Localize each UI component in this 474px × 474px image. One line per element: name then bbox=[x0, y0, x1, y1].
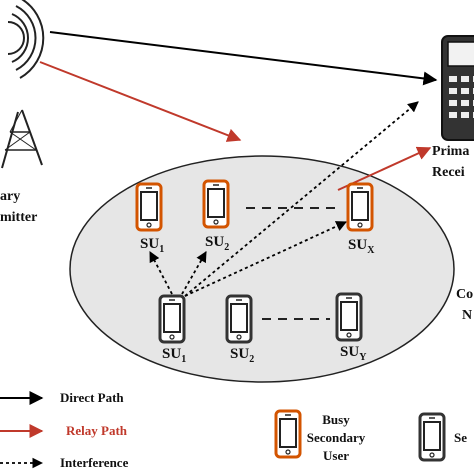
interference-arrow-to-receiver bbox=[184, 101, 419, 297]
legend-interference-label: Interference bbox=[60, 455, 129, 470]
legend-secondary-line1: Se bbox=[454, 430, 467, 445]
busy-user-label: SUX bbox=[348, 237, 375, 256]
interference-arrow-to-su1 bbox=[149, 251, 173, 295]
receiver-label-line2: Recei bbox=[432, 165, 465, 180]
transmitter-label-line1: ary bbox=[0, 189, 20, 204]
secondary-user-label: SUY bbox=[340, 344, 367, 363]
legend-secondary-phone-icon bbox=[418, 412, 446, 462]
cognitive-network-area bbox=[69, 155, 455, 383]
relay-path-arrow-tx-to-network bbox=[39, 61, 242, 142]
legend: Direct Path Relay Path Interference Busy… bbox=[0, 390, 467, 470]
network-label-line2: N bbox=[462, 308, 472, 323]
legend-direct-path-label: Direct Path bbox=[60, 390, 124, 405]
secondary-user-label: SU2 bbox=[230, 346, 254, 365]
busy-secondary-user-phone-icon bbox=[202, 179, 230, 229]
legend-busy-line2: Secondary bbox=[307, 430, 366, 445]
transmitter-tower-icon bbox=[1, 0, 45, 169]
legend-busy-line3: User bbox=[323, 448, 349, 463]
legend-busy-line1: Busy bbox=[322, 412, 350, 427]
transmitter-label-line2: mitter bbox=[0, 210, 37, 225]
secondary-user-label: SU1 bbox=[162, 346, 186, 365]
interference-arrow-to-su2 bbox=[181, 251, 207, 295]
secondary-user-phone-icon bbox=[158, 294, 186, 344]
direct-path-arrow bbox=[49, 31, 438, 86]
busy-user-label: SU1 bbox=[140, 236, 164, 255]
busy-secondary-user-phone-icon bbox=[135, 182, 163, 232]
busy-user-label: SU2 bbox=[205, 234, 229, 253]
busy-secondary-user-phone-icon bbox=[346, 182, 374, 232]
legend-busy-phone-icon bbox=[274, 409, 302, 459]
primary-receiver-phone-icon bbox=[441, 35, 474, 141]
receiver-label-line1: Prima bbox=[432, 144, 469, 159]
network-label-line1: Co bbox=[456, 287, 473, 302]
secondary-user-phone-icon bbox=[335, 292, 363, 342]
legend-relay-path-label: Relay Path bbox=[66, 423, 128, 438]
secondary-user-phone-icon bbox=[225, 294, 253, 344]
